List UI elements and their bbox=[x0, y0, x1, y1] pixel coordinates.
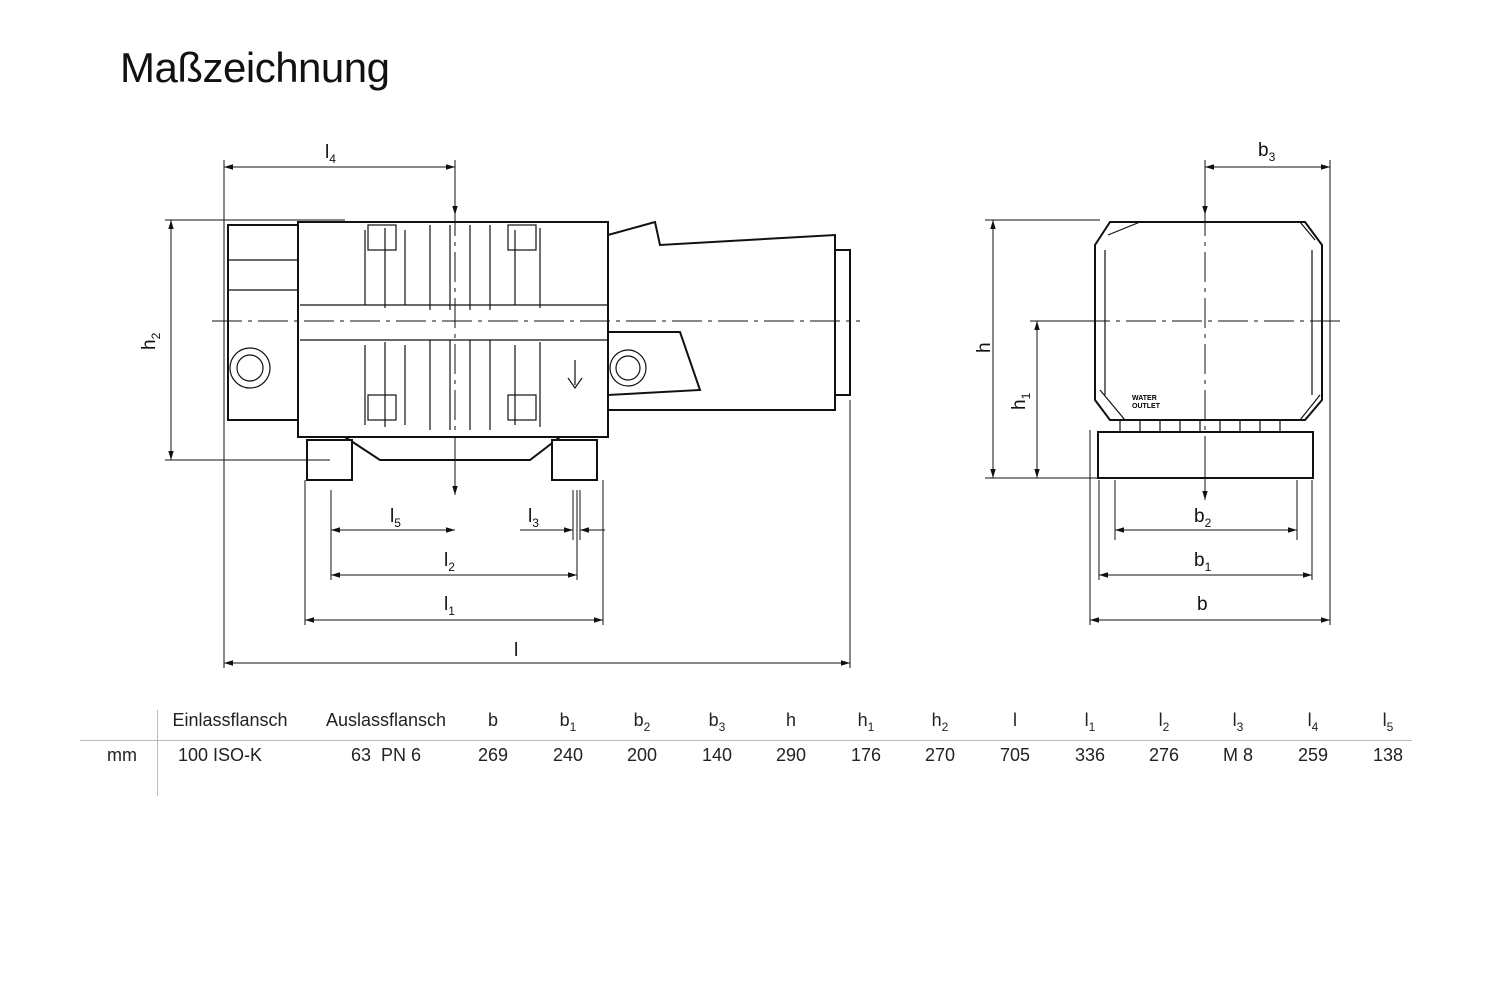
label-b3: b3 bbox=[1258, 140, 1276, 164]
column-header: b1 bbox=[560, 710, 577, 734]
table-divider bbox=[157, 710, 158, 796]
table-cell: 269 bbox=[477, 745, 509, 765]
column-header: Einlassflansch bbox=[172, 710, 287, 734]
table-divider bbox=[80, 740, 1412, 741]
label-l5: l5 bbox=[390, 506, 401, 530]
table-cell: 705 bbox=[999, 745, 1031, 765]
header-base: b bbox=[708, 710, 719, 730]
header-subscript: 1 bbox=[569, 720, 577, 734]
column-header: h2 bbox=[932, 710, 949, 734]
label-l1: l1 bbox=[444, 594, 455, 618]
unit-label: mm bbox=[107, 745, 137, 765]
column-header: b2 bbox=[634, 710, 651, 734]
column-header: l bbox=[1013, 710, 1017, 734]
table-cell: 240 bbox=[552, 745, 584, 765]
side-view-dimensions: l4 h2 l5 l3 l2 l1 l bbox=[139, 142, 851, 668]
header-subscript: 3 bbox=[718, 720, 726, 734]
header-base: b bbox=[487, 710, 499, 730]
table-cell: 290 bbox=[775, 745, 807, 765]
side-view-pump bbox=[212, 160, 860, 495]
header-base: l bbox=[1382, 710, 1387, 730]
column-header: Auslassflansch bbox=[326, 710, 446, 734]
header-base: b bbox=[633, 710, 644, 730]
label-l2: l2 bbox=[444, 550, 455, 574]
header-subscript: 5 bbox=[1386, 720, 1394, 734]
column-header: l5 bbox=[1383, 710, 1394, 734]
column-header: b bbox=[488, 710, 498, 734]
column-header: l1 bbox=[1085, 710, 1096, 734]
table-cell: 336 bbox=[1074, 745, 1106, 765]
column-header: b3 bbox=[709, 710, 726, 734]
label-l3: l3 bbox=[528, 506, 539, 530]
label-l: l bbox=[514, 640, 518, 661]
header-subscript: 1 bbox=[867, 720, 875, 734]
header-base: b bbox=[559, 710, 570, 730]
front-view-dimensions: b3 h h1 b2 b1 b bbox=[974, 140, 1331, 625]
header-base: l bbox=[1084, 710, 1089, 730]
column-header: l3 bbox=[1233, 710, 1244, 734]
label-b2: b2 bbox=[1194, 506, 1212, 530]
header-subscript: 2 bbox=[643, 720, 651, 734]
header-subscript: 4 bbox=[1311, 720, 1319, 734]
table-cell: 259 bbox=[1297, 745, 1329, 765]
table-cell: 176 bbox=[850, 745, 882, 765]
column-header: h1 bbox=[858, 710, 875, 734]
column-header: l2 bbox=[1159, 710, 1170, 734]
table-cell: 100 ISO-K bbox=[177, 745, 263, 765]
table-cell: 63 PN 6 bbox=[350, 745, 422, 765]
header-subscript: 2 bbox=[941, 720, 949, 734]
label-h2: h2 bbox=[139, 332, 163, 350]
page-title: Maßzeichnung bbox=[120, 44, 390, 91]
label-l4: l4 bbox=[325, 142, 336, 166]
column-header: h bbox=[786, 710, 796, 734]
header-base: h bbox=[931, 710, 942, 730]
header-base: Einlassflansch bbox=[172, 710, 288, 730]
header-base: h bbox=[857, 710, 868, 730]
label-b: b bbox=[1197, 594, 1208, 615]
header-base: l bbox=[1232, 710, 1237, 730]
table-cell: M 8 bbox=[1222, 745, 1254, 765]
header-base: h bbox=[785, 710, 797, 730]
header-subscript: 1 bbox=[1088, 720, 1096, 734]
header-subscript: 3 bbox=[1236, 720, 1244, 734]
label-h: h bbox=[974, 342, 995, 353]
table-cell: 200 bbox=[626, 745, 658, 765]
label-b1: b1 bbox=[1194, 550, 1212, 574]
header-base: Auslassflansch bbox=[325, 710, 447, 730]
header-base: l bbox=[1013, 710, 1017, 730]
label-h1: h1 bbox=[1009, 392, 1033, 410]
column-header: l4 bbox=[1308, 710, 1319, 734]
header-base: l bbox=[1307, 710, 1312, 730]
table-cell: 140 bbox=[701, 745, 733, 765]
table-cell: 138 bbox=[1372, 745, 1404, 765]
table-cell: 276 bbox=[1148, 745, 1180, 765]
header-base: l bbox=[1158, 710, 1163, 730]
header-subscript: 2 bbox=[1162, 720, 1170, 734]
table-cell: 270 bbox=[924, 745, 956, 765]
